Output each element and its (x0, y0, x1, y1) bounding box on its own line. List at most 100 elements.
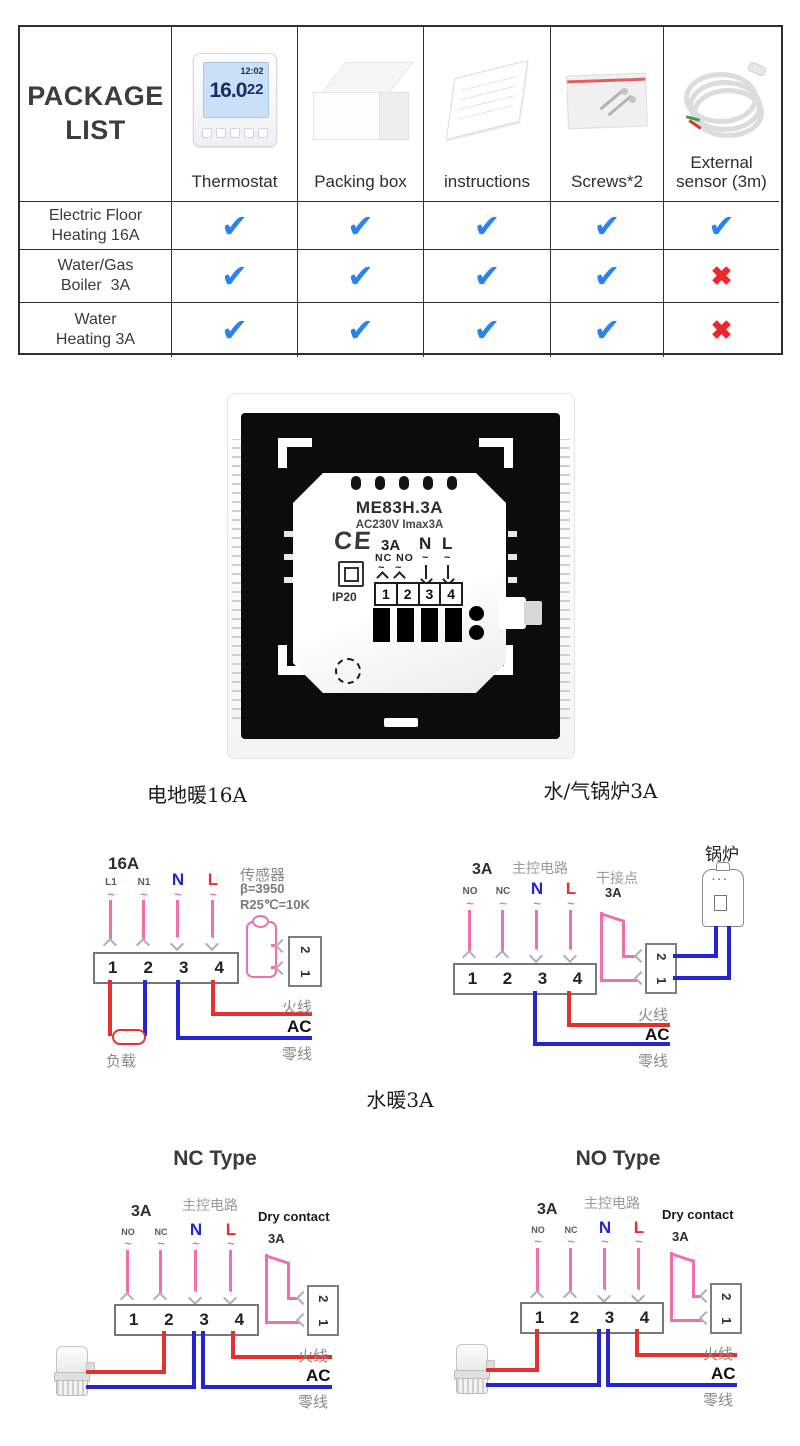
ac-label: AC (711, 1364, 736, 1383)
wire-neutral (201, 1385, 332, 1389)
package-title-cell: PACKAGE LIST (20, 27, 172, 202)
floor-diagram-title: 电地暖16A (147, 783, 247, 807)
screw-hole (469, 625, 484, 640)
box-shape (311, 56, 414, 144)
terminal-2: 2 (398, 584, 420, 604)
mount-bracket (278, 666, 312, 675)
check-mark: ✔ (593, 258, 621, 294)
tilde: ~ (107, 887, 115, 902)
boiler-door (714, 895, 727, 911)
wire-live (635, 1353, 737, 1357)
boiler-connector: 2 1 (645, 943, 677, 994)
wire-label-no: NO (531, 1225, 545, 1235)
wire-neutral (606, 1329, 610, 1387)
vent-mark (284, 554, 293, 560)
wire-live (635, 1329, 639, 1357)
external-sensor-icon (664, 37, 779, 162)
packing-box-icon (298, 37, 423, 162)
manual-shape (437, 55, 537, 145)
wire-neutral (486, 1383, 601, 1387)
class2-inner-square (343, 566, 359, 582)
col-header-instructions: instructions (424, 27, 551, 202)
terminal-4: 4 (447, 586, 456, 602)
terminal-1: 1 (108, 958, 118, 977)
wire-actuator (535, 1329, 539, 1372)
dry-contact-label: Dry contact (662, 1207, 734, 1222)
box-side-face (378, 91, 409, 140)
water-heating-heading: 水暖3A (366, 1088, 434, 1112)
floor-sensor-connector: 2 1 (288, 936, 322, 987)
terminal-3: 3 (537, 969, 548, 988)
wire-boiler (727, 926, 731, 980)
rotation-mark (335, 658, 361, 684)
neutral-label: 零线 (703, 1392, 734, 1409)
cell-r2c1: ✔ (172, 250, 298, 303)
dry-contact-wire (622, 920, 625, 958)
boiler-amp: 3A (472, 861, 493, 878)
no-amp: 3A (537, 1201, 558, 1218)
terminal-3: 3 (179, 958, 189, 977)
tilde: ~ (378, 562, 385, 574)
wire (126, 1250, 129, 1298)
wire-boiler (714, 926, 718, 958)
cross-mark: ✖ (710, 315, 733, 345)
check-mark: ✔ (221, 207, 248, 244)
package-list-table: PACKAGE LIST 12:02 16.0 22 (18, 25, 783, 357)
boiler-label: 锅炉 (705, 845, 739, 865)
arrow-up-icon (102, 937, 118, 953)
mount-bracket (278, 645, 287, 675)
thermostat-button (201, 127, 212, 138)
wire-neutral (597, 1329, 601, 1387)
terminal-4: 4 (572, 969, 583, 988)
boiler-vent (716, 862, 730, 871)
wire (535, 910, 538, 952)
thermostat-buttons (201, 127, 268, 138)
col-label-screws: Screws*2 (571, 172, 643, 192)
wire (536, 1248, 539, 1296)
wire-actuator (486, 1368, 539, 1372)
device-amp: 3A (381, 537, 401, 554)
side-tab (498, 597, 526, 629)
terminal-3: 3 (420, 584, 442, 604)
check-mark: ✔ (473, 207, 501, 244)
dry-contact-amp: 3A (268, 1231, 285, 1246)
cable-coil-shape (672, 58, 772, 142)
box-front-face (312, 91, 381, 140)
sensor-beta: β=3950 (240, 881, 285, 896)
wire (142, 900, 145, 942)
row-text: Electric Floor Heating 16A (48, 206, 143, 244)
valve-actuator-base (456, 1378, 488, 1394)
tilde: ~ (534, 1234, 542, 1249)
wire-load (108, 980, 112, 1036)
connector-1: 1 (297, 969, 313, 977)
tilde: ~ (422, 552, 429, 564)
tilde: ~ (157, 1236, 165, 1251)
col-label-packing-box: Packing box (314, 172, 407, 192)
connector-1: 1 (653, 976, 669, 984)
tilde: ~ (601, 1234, 609, 1249)
thermostat-button (229, 127, 240, 138)
check-mark: ✔ (221, 312, 248, 348)
thermostat-time: 12:02 (240, 65, 264, 76)
cross-mark: ✖ (710, 261, 733, 291)
cell-r1c5: ✔ (664, 202, 779, 250)
boiler-diagram-title: 水/气锅炉3A (543, 779, 658, 803)
sensor-resistance: R25℃=10K (240, 897, 310, 912)
wire-actuator (86, 1370, 166, 1374)
vent-mark (284, 577, 293, 583)
ac-label: AC (645, 1025, 670, 1044)
col-header-screws: Screws*2 (551, 27, 664, 202)
bag-zip (567, 77, 646, 83)
ac-label: AC (287, 1017, 312, 1036)
terminal-slot (445, 608, 462, 642)
col-label-instructions: instructions (444, 172, 530, 192)
arrow-left-icon (274, 960, 290, 976)
module-vent (399, 476, 409, 490)
wire-label-l: L (225, 1220, 237, 1239)
wire-live (231, 1331, 235, 1359)
dry-contact-amp: 3A (605, 885, 622, 900)
dry-contact-amp: 3A (672, 1229, 689, 1244)
wire-neutral (176, 980, 180, 1040)
wire-label-n: N (598, 1218, 612, 1237)
